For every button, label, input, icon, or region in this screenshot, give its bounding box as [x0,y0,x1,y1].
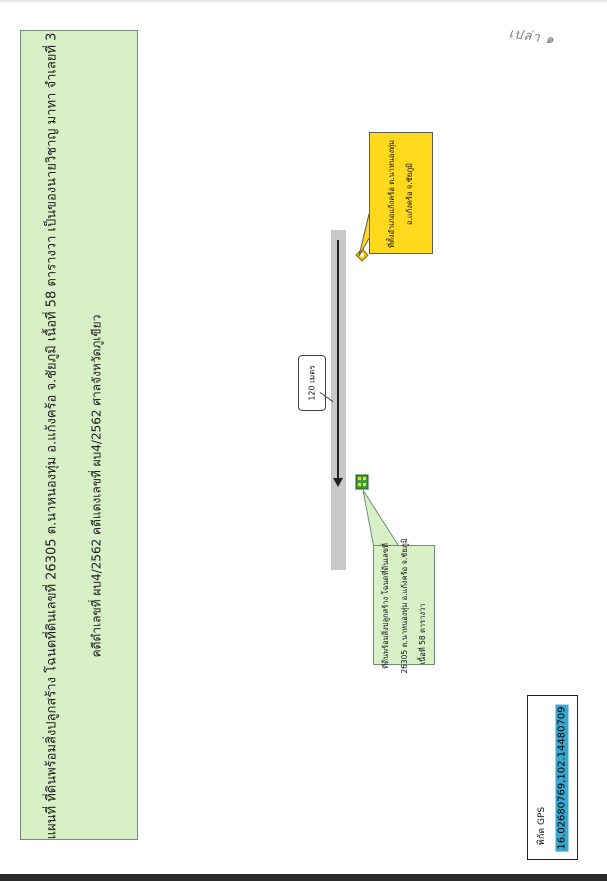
gps-title: พิกัด GPS [537,806,547,846]
house-marker-icon [355,474,369,490]
scan-top-edge [0,0,607,2]
district-office-marker-icon [355,248,369,262]
property-callout-line2: 26305 ต.นาหนองทุ่ม อ.แก้งคร้อ จ.ชัยภูมิ [400,538,409,674]
gps-coordinates: 16.02680769,102.14480709 [555,704,569,852]
case-number: คดีดำเลขที่ ผบ4/2562 คดีแดงเลขที่ ผบ4/25… [89,314,104,658]
origin-callout: ที่ตั้งอำเภอแก้งคร้อ ต.นาหนองทุ่ม อ.แก้ง… [369,132,433,254]
gps-box: พิกัด GPS 16.02680769,102.14480709 [527,695,578,860]
distance-arrow-icon [333,478,343,487]
distance-label-box: 120 เมตร [298,355,326,411]
origin-callout-line1: ที่ตั้งอำเภอแก้งคร้อ ต.นาหนองทุ่ม [387,140,396,248]
scan-bottom-edge [0,874,607,881]
map-title: แผนที่ ที่ดินพร้อมสิ่งปลูกสร้าง โฉนดที่ด… [44,32,60,840]
property-callout-line1: ที่ดินพร้อมสิ่งปลูกสร้าง โฉนดที่ดินเลขที… [381,543,390,669]
distance-label: 120 เมตร [307,365,317,401]
property-callout-line3: เนื้อที่ 58 ตารางวา [418,603,427,665]
distance-line [337,240,339,485]
property-callout: ที่ดินพร้อมสิ่งปลูกสร้าง โฉนดที่ดินเลขที… [373,538,435,674]
title-panel: แผนที่ ที่ดินพร้อมสิ่งปลูกสร้าง โฉนดที่ด… [20,30,138,840]
handwritten-note: เปล่า ๑ [507,26,556,48]
origin-callout-line2: อ.แก้งคร้อ จ.ชัยภูมิ [405,162,414,226]
